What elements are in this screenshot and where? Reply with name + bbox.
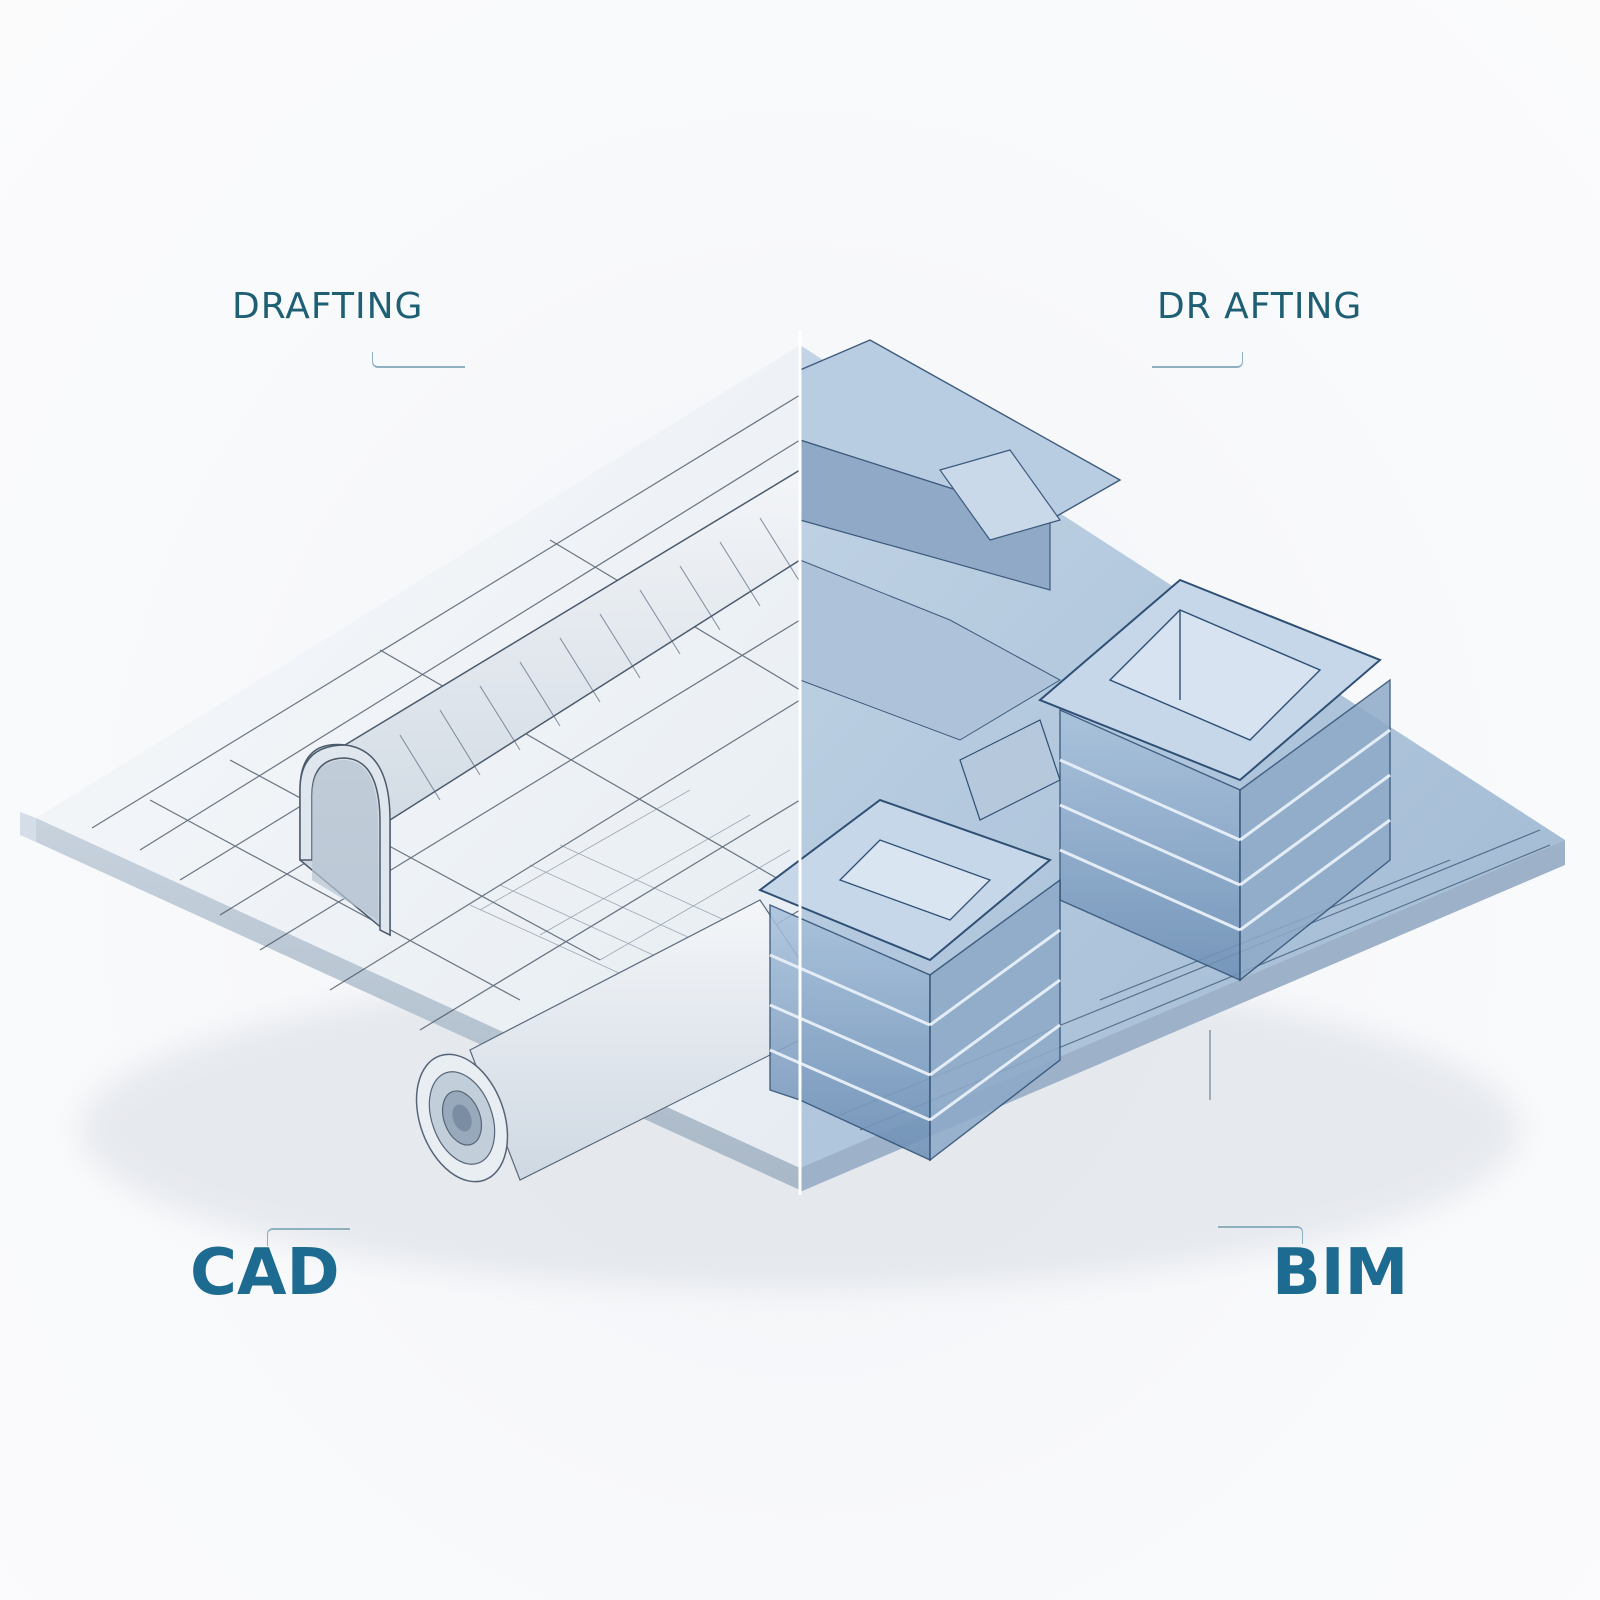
bim-bracket (1218, 1226, 1303, 1244)
bim-connector (959, 719, 1061, 821)
cad-subtitle: DRAFTING (232, 286, 424, 327)
bim-back-wing (799, 339, 1122, 591)
bim-front-building (757, 798, 1061, 1162)
cad-title: CAD (190, 1236, 340, 1310)
bim-platform (757, 339, 1565, 1192)
cad-bracket (267, 1228, 350, 1246)
bim-tall-building (1038, 578, 1391, 982)
bim-title: BIM (1272, 1236, 1409, 1310)
bim-subtitle: DR AFTING (1157, 286, 1363, 327)
drafting-left-bracket (372, 352, 465, 368)
drafting-right-bracket (1152, 352, 1243, 368)
